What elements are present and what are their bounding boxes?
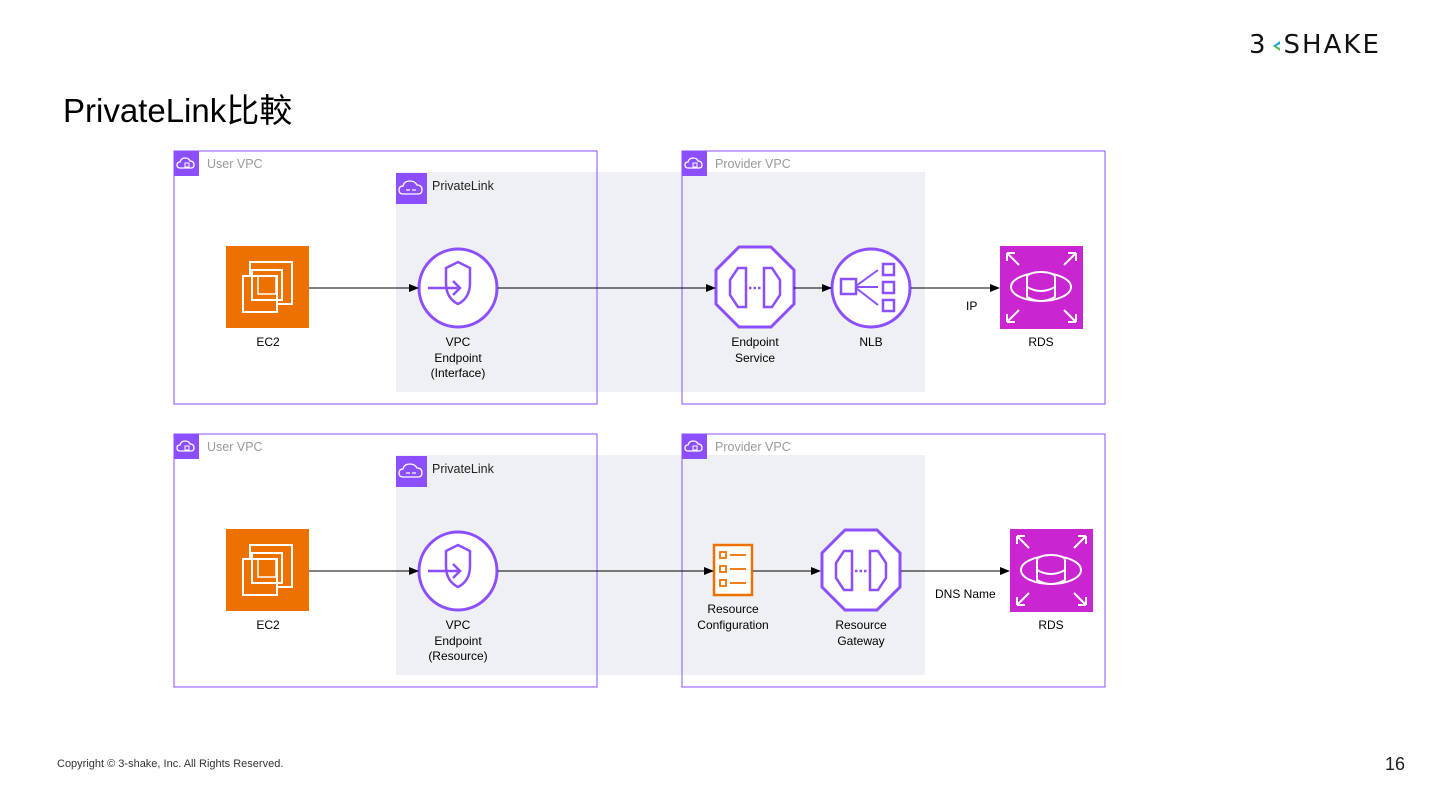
resource-configuration-label-line: Resource <box>707 602 759 616</box>
privatelink-label: PrivateLink <box>432 462 494 476</box>
logo-word: SHAKE <box>1283 30 1381 60</box>
endpoint-service-label: Endpoint Service <box>705 335 805 366</box>
ec2-icon <box>226 529 309 611</box>
provider-vpc-icon <box>682 151 707 176</box>
resource-gateway-label: Resource Gateway <box>811 618 911 649</box>
resource-gateway-label-line: Resource <box>835 618 887 632</box>
diagram-1 <box>173 150 1106 405</box>
endpoint-label: VPC Endpoint (Resource) <box>408 618 508 665</box>
provider-vpc-icon <box>682 434 707 459</box>
endpoint-label-line: (Resource) <box>428 649 488 663</box>
ec2-label: EC2 <box>256 618 280 632</box>
resource-gateway-label-line: Gateway <box>837 633 885 648</box>
endpoint-label-line: Endpoint <box>434 633 482 648</box>
rds-label: RDS <box>1038 618 1064 632</box>
vpc-endpoint-resource-icon <box>417 530 499 612</box>
user-vpc-label: User VPC <box>207 440 263 454</box>
resource-gateway-icon <box>820 528 902 612</box>
rds-icon <box>1000 246 1083 329</box>
logo-digit: 3 <box>1249 30 1268 60</box>
resource-configuration-label-line: Configuration <box>697 617 769 632</box>
ec2-label: EC2 <box>256 335 280 349</box>
endpoint-service-label-line: Service <box>734 350 775 365</box>
rds-icon <box>1010 529 1093 612</box>
endpoint-label: VPC Endpoint (Interface) <box>408 335 508 382</box>
ip-edge-label: IP <box>966 299 978 313</box>
user-vpc-icon <box>174 151 199 176</box>
resource-configuration-label: Resource Configuration <box>683 602 783 633</box>
vpc-endpoint-interface-icon <box>417 247 499 329</box>
endpoint-label-line: Endpoint <box>434 350 482 365</box>
diagram-2 <box>173 433 1106 688</box>
provider-vpc-label: Provider VPC <box>715 440 791 454</box>
endpoint-service-icon <box>714 245 796 329</box>
privatelink-icon <box>396 173 427 204</box>
rds-label: RDS <box>1028 335 1054 349</box>
endpoint-label-line: VPC <box>445 335 471 349</box>
user-vpc-box <box>173 433 598 688</box>
user-vpc-icon <box>174 434 199 459</box>
privatelink-label: PrivateLink <box>432 179 494 193</box>
user-vpc-label: User VPC <box>207 157 263 171</box>
provider-vpc-label: Provider VPC <box>715 157 791 171</box>
copyright: Copyright © 3-shake, Inc. All Rights Res… <box>57 758 284 770</box>
dns-name-edge-label: DNS Name <box>935 587 996 601</box>
ec2-icon <box>226 246 309 328</box>
endpoint-label-line: (Interface) <box>430 366 486 380</box>
page-number: 16 <box>1385 754 1406 774</box>
nlb-icon <box>830 247 912 329</box>
logo: 3 SHAKE <box>1249 30 1381 60</box>
endpoint-label-line: VPC <box>445 618 471 632</box>
nlb-label-line: NLB <box>859 335 883 349</box>
logo-chevron-icon <box>1272 40 1280 51</box>
provider-vpc-box <box>681 433 1106 688</box>
provider-vpc-box <box>681 150 1106 405</box>
nlb-label: NLB <box>831 335 911 351</box>
endpoint-service-label-line: Endpoint <box>731 335 779 349</box>
resource-configuration-icon <box>712 543 754 597</box>
slide-title: PrivateLink比較 <box>63 92 293 129</box>
privatelink-icon <box>396 456 427 487</box>
user-vpc-box <box>173 150 598 405</box>
